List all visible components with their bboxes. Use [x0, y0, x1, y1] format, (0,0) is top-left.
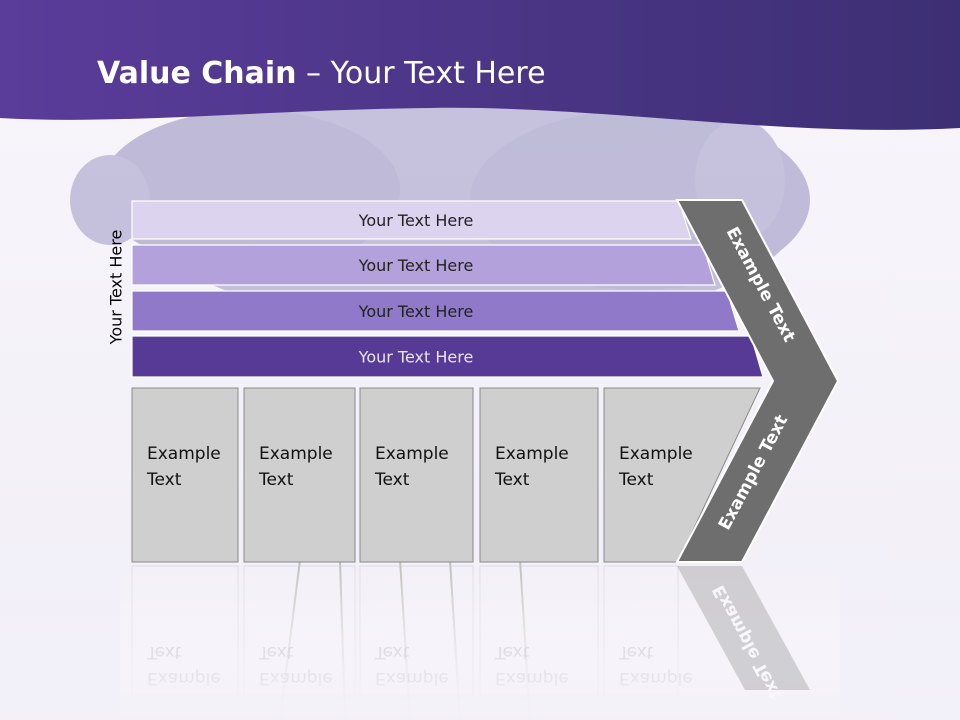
reflection-fade: [120, 564, 840, 720]
bar-1: Your Text Here: [131, 200, 692, 240]
box-shape: [479, 387, 599, 563]
box-shape: [359, 387, 474, 563]
box-label-line2: Text: [258, 470, 294, 490]
bar-shape: [131, 200, 692, 240]
title-rest: – Your Text Here: [296, 56, 546, 91]
bar-shape: [131, 335, 764, 378]
bar-label: Your Text Here: [358, 211, 474, 230]
bar-3: Your Text Here: [131, 290, 740, 332]
diagram-reflection: ExampleTextExampleTextExampleTextExample…: [120, 564, 840, 720]
box-label-line2: Text: [146, 470, 182, 490]
bar-shape: [131, 244, 716, 286]
bar-label: Your Text Here: [358, 348, 474, 367]
slide-title: Value Chain – Your Text Here: [97, 54, 546, 94]
box-label-line1: Example: [619, 444, 693, 464]
box-label-line1: Example: [259, 444, 333, 464]
bar-4: Your Text Here: [131, 335, 764, 378]
box-label-line1: Example: [495, 444, 569, 464]
box-shape: [243, 387, 356, 563]
box-shape: [131, 387, 239, 563]
box-label-line2: Text: [494, 470, 530, 490]
chevron-shape: [675, 199, 840, 563]
bar-label: Your Text Here: [358, 256, 474, 275]
title-bold: Value Chain: [97, 56, 297, 91]
box-label-line2: Text: [374, 470, 410, 490]
box-label-line1: Example: [147, 444, 221, 464]
bar-shape: [131, 290, 740, 332]
box-label-line2: Text: [618, 470, 654, 490]
bar-2: Your Text Here: [131, 244, 716, 286]
header-band: [0, 0, 960, 130]
box-label-line1: Example: [375, 444, 449, 464]
bar-label: Your Text Here: [358, 302, 474, 321]
